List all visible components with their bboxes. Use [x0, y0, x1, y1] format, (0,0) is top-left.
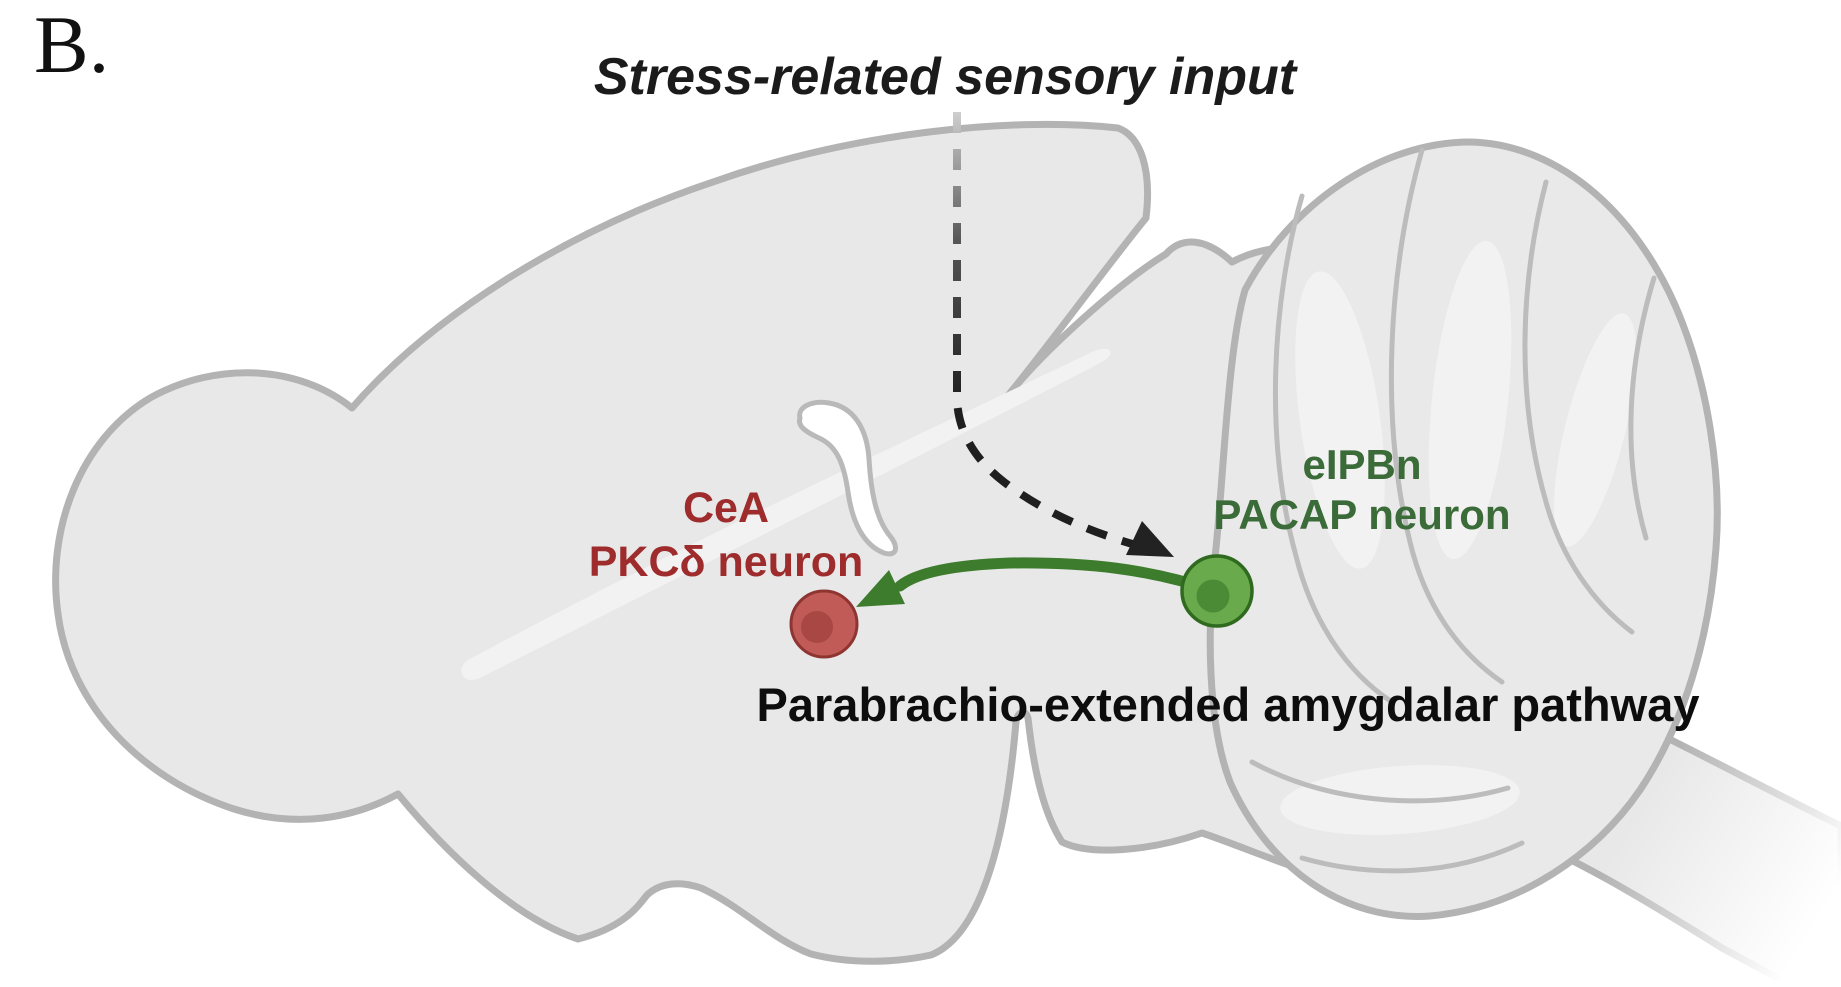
corpus-callosum-highlight: [461, 348, 1111, 681]
pacap-neuron-nucleus: [1196, 579, 1230, 613]
pbn-label-line2: PACAP neuron: [1213, 491, 1510, 538]
stress-input-arrow: [953, 112, 1174, 557]
cea-label-line1: CeA: [683, 484, 769, 532]
pathway-label: Parabrachio-extended amygdalar pathway: [757, 678, 1700, 731]
pkcd-neuron-nucleus: [801, 611, 833, 643]
stress-input-arrowhead: [1126, 521, 1174, 557]
pacap-neuron: [1180, 554, 1254, 628]
spinal-cord-fade: [1540, 640, 1841, 987]
pbn-label-line1: eIPBn: [1302, 441, 1421, 488]
pathway-arrow-shaft: [894, 557, 1218, 596]
pathway-arrowhead: [856, 570, 905, 607]
cerebellum-folds: [1249, 147, 1657, 874]
cerebellum: [1206, 138, 1721, 920]
pkcd-neuron: [789, 589, 859, 659]
pathway-arrow: [856, 557, 1218, 607]
diagram-title: Stress-related sensory input: [594, 48, 1299, 106]
panel-label: B.: [34, 0, 109, 90]
stress-input-arrow-shaft: [953, 112, 1138, 549]
lateral-ventricle: [796, 399, 898, 557]
cea-label-line2: PKCδ neuron: [589, 538, 864, 586]
